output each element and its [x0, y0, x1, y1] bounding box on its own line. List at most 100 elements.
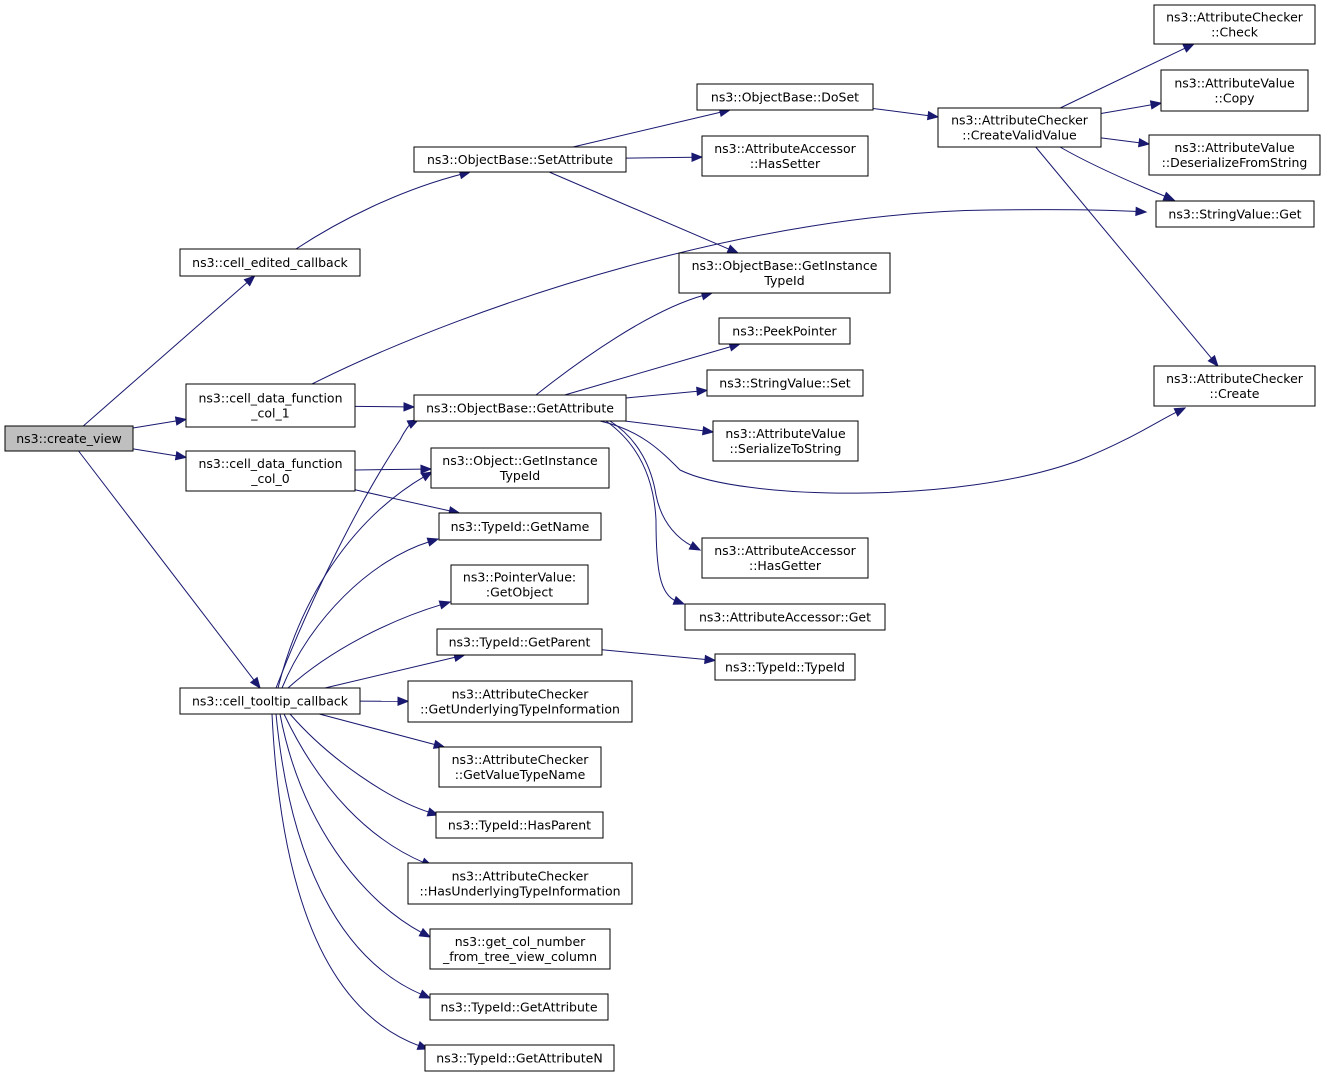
node-ob-doset[interactable]: ns3::ObjectBase::DoSet	[696, 83, 874, 111]
node-ac-check[interactable]: ns3::AttributeChecker::Check	[1153, 4, 1316, 45]
node-label: ns3::PeekPointer	[732, 324, 837, 339]
node-label: ns3::cell_edited_callback	[192, 255, 348, 270]
node-label: ::CreateValidValue	[962, 128, 1077, 143]
node-ac-getvaluetypename[interactable]: ns3::AttributeChecker::GetValueTypeName	[438, 746, 602, 788]
node-label: ns3::TypeId::GetAttributeN	[436, 1051, 602, 1066]
node-label: ns3::ObjectBase::GetInstance	[692, 258, 878, 273]
node-box	[438, 746, 602, 788]
node-label: ns3::TypeId::GetParent	[449, 635, 591, 650]
arrow-head	[420, 471, 434, 482]
node-label: ns3::AttributeChecker	[1166, 371, 1304, 386]
node-ob-setattribute[interactable]: ns3::ObjectBase::SetAttribute	[413, 146, 627, 173]
node-label: ns3::StringValue::Get	[1168, 207, 1301, 222]
node-box	[413, 394, 627, 422]
node-aa-hassetter[interactable]: ns3::AttributeAccessor::HasSetter	[701, 135, 869, 177]
node-create-view[interactable]: ns3::create_view	[4, 425, 134, 452]
edge-cell_tooltip_callback-to-obj_getinstancetypeid	[277, 471, 434, 689]
node-box	[450, 564, 589, 605]
node-label: TypeId	[499, 468, 540, 483]
edge-ob_getattribute-to-av_serializetostring	[624, 420, 715, 436]
node-typeid-typeid[interactable]: ns3::TypeId::TypeId	[714, 653, 856, 681]
edge-create_view-to-cell_data_function_col_1	[132, 416, 188, 429]
node-label: ns3::AttributeAccessor	[714, 543, 856, 558]
node-typeid-getparent[interactable]: ns3::TypeId::GetParent	[436, 628, 603, 656]
edge-line	[78, 450, 256, 682]
node-label: ::DeserializeFromString	[1162, 155, 1308, 170]
node-box	[718, 317, 851, 345]
node-stringvalue-get[interactable]: ns3::StringValue::Get	[1155, 200, 1315, 228]
node-typeid-getattribute[interactable]: ns3::TypeId::GetAttribute	[429, 993, 609, 1021]
edge-ob_getattribute-to-ac_create	[599, 407, 1187, 494]
node-typeid-getname[interactable]: ns3::TypeId::GetName	[438, 512, 602, 541]
edge-line	[277, 475, 426, 689]
edge-line	[324, 656, 457, 689]
edge-line	[548, 171, 731, 251]
node-label: ns3::ObjectBase::SetAttribute	[427, 152, 613, 167]
edge-cell_tooltip_callback-to-typeid_getname	[281, 537, 440, 689]
node-aa-hasgetter[interactable]: ns3::AttributeAccessor::HasGetter	[701, 537, 869, 579]
node-cell-tooltip-callback[interactable]: ns3::cell_tooltip_callback	[179, 687, 361, 715]
node-peekpointer[interactable]: ns3::PeekPointer	[718, 317, 851, 345]
arrow-head	[1137, 138, 1151, 148]
node-box	[1155, 200, 1315, 228]
node-cell-data-function-col-0[interactable]: ns3::cell_data_function_col_0	[185, 450, 356, 492]
node-get-col-number[interactable]: ns3::get_col_number_from_tree_view_colum…	[429, 928, 611, 970]
node-aa-get[interactable]: ns3::AttributeAccessor::Get	[684, 603, 886, 631]
node-ac-create[interactable]: ns3::AttributeChecker::Create	[1153, 365, 1316, 407]
edge-line	[271, 713, 421, 1047]
node-typeid-getattributen[interactable]: ns3::TypeId::GetAttributeN	[424, 1044, 615, 1072]
edge-line	[279, 713, 424, 934]
edge-ob_setattribute-to-aa_hassetter	[625, 152, 704, 162]
node-box	[413, 146, 627, 173]
node-box	[1153, 365, 1316, 407]
node-ob-getattribute[interactable]: ns3::ObjectBase::GetAttribute	[413, 394, 627, 422]
edge-line	[132, 420, 179, 429]
node-label: ::HasGetter	[749, 558, 822, 573]
edge-line	[572, 111, 723, 148]
node-pointervalue-getobject[interactable]: ns3::PointerValue::GetObject	[450, 564, 589, 605]
edge-line	[275, 423, 412, 689]
edge-cell_tooltip_callback-to-typeid_hasparent	[289, 713, 440, 817]
node-ac-getunderlying[interactable]: ns3::AttributeChecker::GetUnderlyingType…	[407, 680, 633, 723]
node-ac-createvalidvalue[interactable]: ns3::AttributeChecker::CreateValidValue	[937, 107, 1102, 148]
node-av-serializetostring[interactable]: ns3::AttributeValue::SerializeToString	[712, 420, 859, 462]
node-box	[1160, 69, 1309, 112]
node-box	[701, 537, 869, 579]
edge-line	[132, 448, 179, 457]
edge-line	[1100, 104, 1154, 114]
edge-cell_data_function_col_1-to-ob_getattribute	[354, 402, 416, 412]
node-typeid-hasparent[interactable]: ns3::TypeId::HasParent	[435, 811, 604, 839]
node-label: ::HasSetter	[750, 156, 821, 171]
node-box	[436, 628, 603, 656]
edge-ac_createvalidvalue-to-av_deserialize	[1100, 137, 1151, 148]
edge-line	[1100, 137, 1142, 144]
edge-cell_data_function_col_0-to-obj_getinstancetypeid	[354, 464, 433, 474]
edge-line	[295, 173, 463, 250]
node-label: ::GetUnderlyingTypeInformation	[420, 702, 620, 717]
node-ac-hasunderlying[interactable]: ns3::AttributeChecker::HasUnderlyingType…	[407, 862, 633, 905]
node-box	[438, 512, 602, 541]
edge-line	[275, 713, 423, 996]
node-label: _col_1	[250, 406, 289, 421]
node-av-deserialize[interactable]: ns3::AttributeValue::DeserializeFromStri…	[1148, 134, 1321, 176]
node-box	[937, 107, 1102, 148]
edge-cell_tooltip_callback-to-ac_getunderlying	[359, 696, 410, 706]
node-box	[407, 862, 633, 905]
node-box	[1153, 4, 1316, 45]
edge-line	[289, 713, 431, 814]
node-label: ns3::TypeId::TypeId	[725, 660, 845, 675]
node-stringvalue-set[interactable]: ns3::StringValue::Set	[706, 369, 864, 397]
arrow-head	[426, 807, 440, 817]
edge-cell_data_function_col_0-to-typeid_getname	[354, 489, 461, 516]
edge-cell_tooltip_callback-to-ac_hasunderlying	[283, 713, 434, 867]
arrow-head	[672, 595, 686, 605]
node-cell-edited-callback[interactable]: ns3::cell_edited_callback	[179, 248, 361, 277]
node-cell-data-function-col-1[interactable]: ns3::cell_data_function_col_1	[185, 383, 356, 428]
node-box	[179, 248, 361, 277]
node-label: _from_tree_view_column	[442, 949, 597, 964]
edge-cell_edited_callback-to-ob_setattribute	[295, 170, 472, 250]
arrow-head	[1162, 191, 1176, 201]
node-av-copy[interactable]: ns3::AttributeValue::Copy	[1160, 69, 1309, 112]
